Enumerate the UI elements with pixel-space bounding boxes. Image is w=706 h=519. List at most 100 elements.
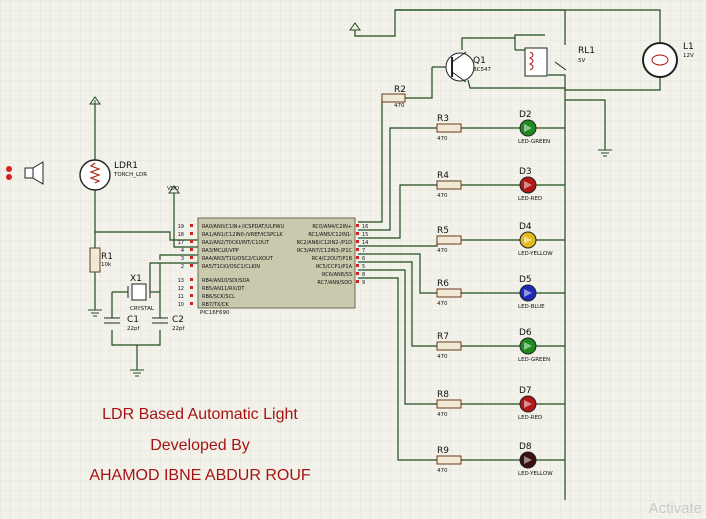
mcu-pin-number: 7: [362, 248, 365, 254]
mcu-pin-name: RC7/AN9/SDO: [317, 280, 352, 286]
power-arrow-icon: [168, 185, 180, 194]
title-line-2: Developed By: [150, 437, 250, 454]
mcu-pin-number: 14: [362, 240, 368, 246]
resistor-value: 470: [437, 301, 448, 307]
led-name: LED-RED: [518, 415, 542, 421]
mcu-pin-name: RB5/AN11/RX/DT: [202, 286, 245, 292]
diode-arrow-icon: [524, 289, 532, 297]
crystal-x1[interactable]: [127, 283, 151, 301]
mcu-pin-number: 10: [178, 302, 184, 308]
resistor-ref: R4: [437, 171, 449, 181]
led-name: LED-RED: [518, 196, 542, 202]
ground-symbol-icon: [598, 149, 612, 157]
resistor-ref: R7: [437, 332, 449, 342]
speaker-icon[interactable]: [6, 161, 44, 185]
power-arrow-icon: [349, 22, 361, 31]
wires: [94, 9, 661, 500]
x1-value: CRYSTAL: [130, 306, 155, 312]
pin-marker: [190, 286, 193, 289]
r2-value: 470: [394, 103, 405, 109]
title-line-1: LDR Based Automatic Light: [102, 406, 298, 423]
resistor-ref: R6: [437, 279, 449, 289]
mcu-pin-number: 13: [178, 278, 184, 284]
resistor-value: 470: [437, 412, 448, 418]
mcu-pin-number: 8: [362, 272, 365, 278]
led-name: LED-YELLOW: [518, 471, 553, 477]
capacitor-c1[interactable]: [104, 317, 120, 324]
resistor-r8[interactable]: [436, 399, 462, 409]
pin-marker: [356, 256, 359, 259]
resistor-value: 470: [437, 248, 448, 254]
mcu-pin-number: 3: [181, 256, 184, 262]
mcu-pin-name: RC0/AN4/C2IN+: [312, 224, 352, 230]
diode-arrow-icon: [524, 400, 532, 408]
q1-ref: Q1: [473, 56, 486, 66]
q1-value: BC547: [473, 67, 492, 73]
mcu-pin-number: 9: [362, 280, 365, 286]
mcu-pin-number: 19: [178, 224, 184, 230]
resistor-r7[interactable]: [436, 341, 462, 351]
mcu-pin-name: RC3/AN7/C12IN3-/P1C: [297, 248, 353, 254]
pin-marker: [356, 240, 359, 243]
mcu-pin-name: RA2/AN2/T0CKI/INT/C1OUT: [202, 240, 270, 246]
r1-value: 10k: [101, 262, 112, 268]
mcu-pin-name: RC6/AN8/SS: [322, 272, 352, 278]
diode-arrow-icon: [524, 342, 532, 350]
mcu-pin-number: 2: [181, 264, 184, 270]
c2-ref: C2: [172, 315, 184, 325]
pin-marker: [356, 280, 359, 283]
r2-ref: R2: [394, 85, 406, 95]
mcu-pin-number: 4: [181, 248, 184, 254]
resistor-r4[interactable]: [436, 180, 462, 190]
pin-marker: [190, 232, 193, 235]
mcu-pin-number: 17: [178, 240, 184, 246]
pin-marker: [190, 302, 193, 305]
pin-marker: [356, 272, 359, 275]
capacitor-c2[interactable]: [152, 317, 168, 324]
pin-marker: [356, 224, 359, 227]
resistor-value: 470: [437, 193, 448, 199]
pin-marker: [190, 240, 193, 243]
resistor-r5[interactable]: [436, 235, 462, 245]
mcu-pin-name: RA3/MCLR/VPP: [202, 248, 239, 254]
mcu-chip[interactable]: [197, 217, 356, 309]
relay-rl1[interactable]: [524, 47, 567, 77]
diode-arrow-icon: [524, 456, 532, 464]
ldr-ref: LDR1: [114, 161, 138, 171]
c1-value: 22pf: [127, 326, 140, 332]
resistor-r3[interactable]: [436, 123, 462, 133]
ground-symbol-icon: [88, 309, 102, 317]
resistor-r2[interactable]: [381, 93, 406, 103]
resistor-r6[interactable]: [436, 288, 462, 298]
x1-ref: X1: [130, 274, 142, 284]
resistor-r9[interactable]: [436, 455, 462, 465]
pin-marker: [356, 248, 359, 251]
resistor-r1[interactable]: [89, 247, 101, 273]
led-name: LED-BLUE: [518, 304, 545, 310]
lamp-l1[interactable]: [642, 42, 678, 78]
mcu-pin-name: RC1/AN5/C12IN1-: [308, 232, 352, 238]
mcu-pin-name: RC4/C2OUT/P1B: [312, 256, 353, 262]
led-ref: D3: [519, 167, 532, 177]
mcu-part: PIC16F690: [200, 310, 230, 316]
mcu-pin-name: RC2/AN6/C12IN2-/P1D: [297, 240, 353, 246]
led-ref: D6: [519, 328, 532, 338]
pin-marker: [190, 294, 193, 297]
mcu-pin-name: RA4/AN3/T1G/OSC2/CLKOUT: [202, 256, 274, 262]
ldr-sensor[interactable]: [79, 159, 111, 191]
power-arrow-icon: [89, 96, 101, 105]
pin-marker: [190, 278, 193, 281]
led-name: LED-GREEN: [518, 139, 550, 145]
mcu-pin-name: RB4/AN10/SDI/SDA: [202, 278, 250, 284]
diode-arrow-icon: [524, 124, 532, 132]
c2-value: 22pf: [172, 326, 185, 332]
transistor-q1[interactable]: [445, 51, 475, 83]
pin-marker: [190, 224, 193, 227]
mcu-pin-name: RA0/AN0/C1IN+/ICSPDAT/ULPWU: [202, 224, 284, 230]
mcu-pin-number: 11: [178, 294, 184, 300]
vdd-label: VDD: [167, 186, 179, 192]
mcu-pin-name: RB6/SCK/SCL: [202, 294, 235, 300]
ldr-value: TORCH_LDR: [113, 172, 147, 178]
rl1-value: 5V: [578, 58, 585, 64]
